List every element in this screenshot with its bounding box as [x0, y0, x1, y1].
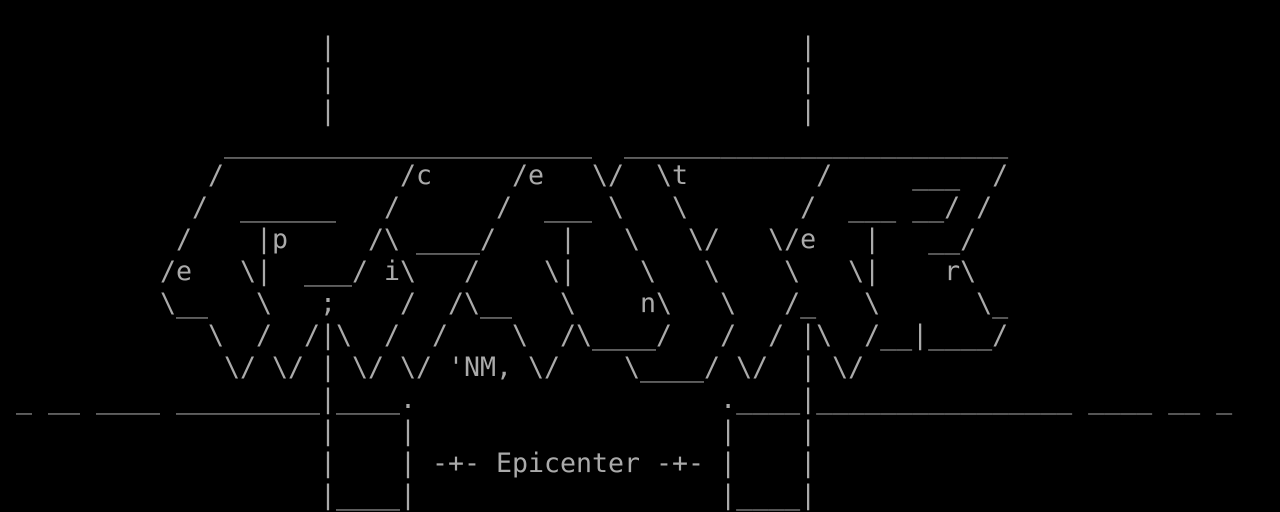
ascii-row: _______________________ ________________…: [0, 128, 1009, 159]
ascii-row: _ __ ____ _________|____. .____|________…: [0, 384, 1233, 415]
ascii-row: | |: [0, 32, 817, 63]
ascii-row: |____| |____|: [0, 480, 817, 511]
ascii-row: /e \| ___/ i\ / \| \ \ \ \| r\: [0, 256, 977, 287]
ascii-row: [0, 0, 1280, 32]
ascii-row: | |: [0, 64, 817, 95]
ascii-row: | | | |: [0, 416, 817, 447]
ascii-row: / ______ / / ___ \ \ / ___ __/ /: [0, 192, 993, 223]
ascii-row: \/ \/ | \/ \/ 'NM, \/ \____/ \/ | \/: [0, 352, 865, 383]
ascii-row: \ / /|\ / / \ /\____/ / / |\ /__|____/: [0, 320, 1009, 351]
ascii-row: \__ \ ; / /\__ \ n\ \ /_ \ \_: [0, 288, 1009, 319]
ascii-row: / |p /\ ____/ | \ \/ \/e | __/: [0, 224, 977, 255]
epicenter-label-row: | | -+- Epicenter -+- | |: [0, 448, 817, 479]
ascii-row: | |: [0, 96, 817, 127]
ascii-row: / /c /e \/ \t / ___ /: [0, 160, 1009, 191]
